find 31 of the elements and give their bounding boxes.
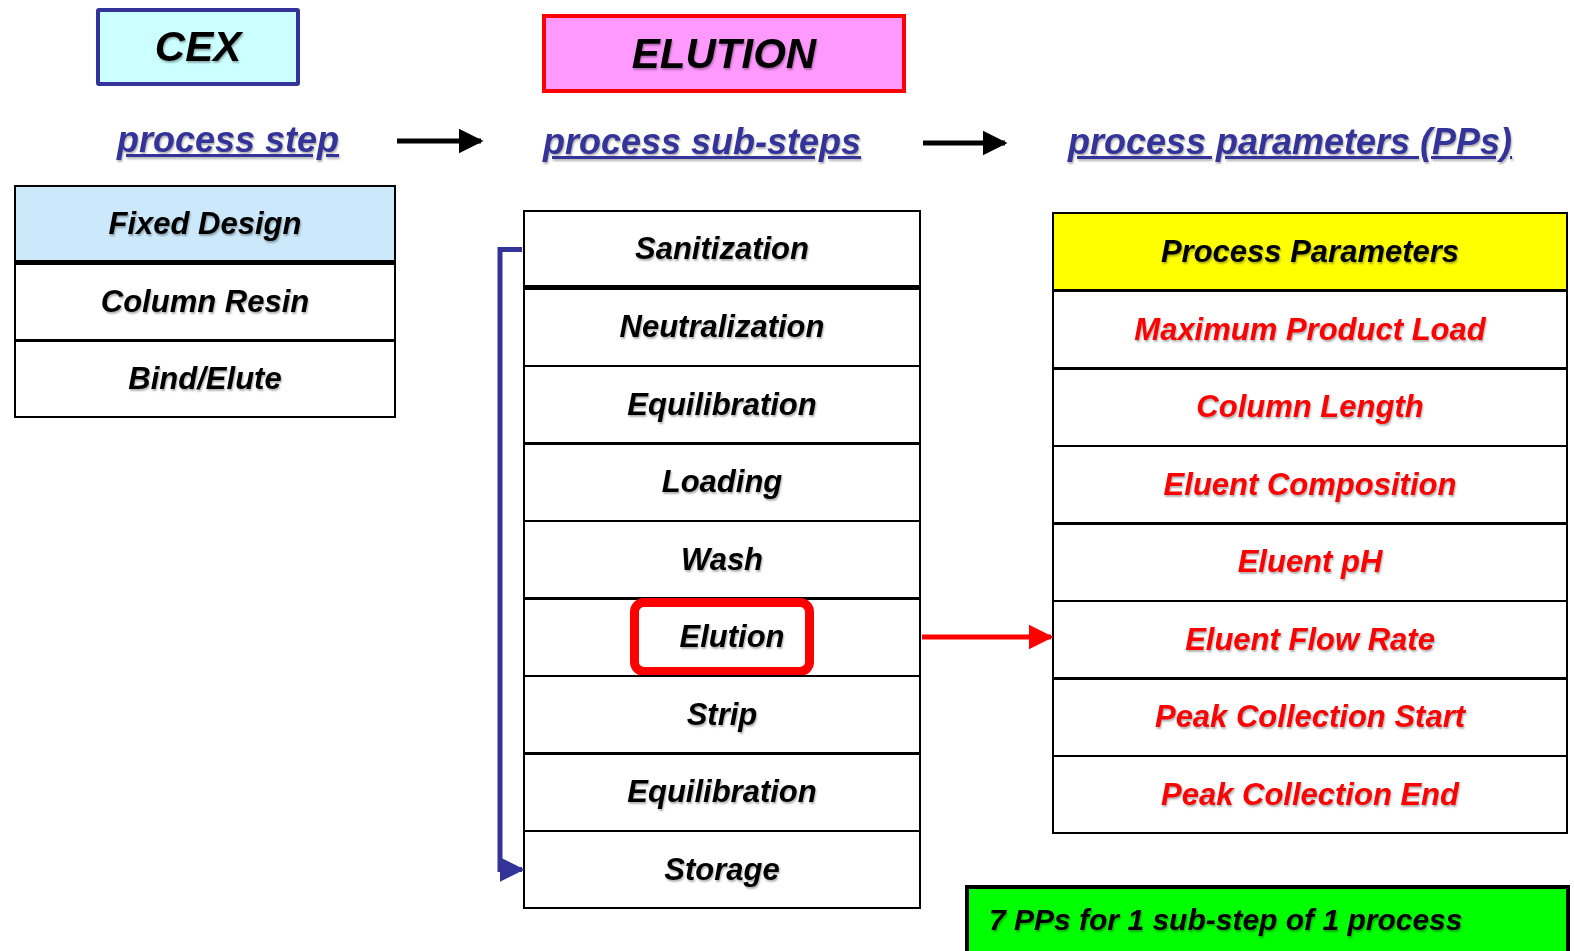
arrow: [923, 130, 1008, 156]
table-row-cell: [523, 597, 921, 677]
table-row-cell: Equilibration: [523, 365, 921, 444]
column-heading: process step: [60, 112, 396, 168]
column-heading: process parameters (PPs): [1006, 114, 1574, 170]
parameter-row-cell: Eluent Composition: [1052, 445, 1568, 524]
arrow: [397, 128, 484, 154]
highlighted-step-label: Elution: [630, 598, 814, 676]
table-row-cell: Column Resin: [14, 263, 396, 341]
table-row-cell: Neutralization: [523, 287, 921, 367]
arrow: [497, 247, 525, 882]
parameter-row-cell: Peak Collection Start: [1052, 677, 1568, 757]
table-row-cell: Equilibration: [523, 752, 921, 832]
table-row-cell: Bind/Elute: [14, 340, 396, 418]
arrow: [922, 624, 1054, 650]
parameter-row-cell: Peak Collection End: [1052, 755, 1568, 834]
table-row-cell: Loading: [523, 442, 921, 522]
column-heading: process sub-steps: [482, 114, 922, 170]
step-title-box: CEX: [96, 8, 300, 86]
table-row-cell: Sanitization: [523, 210, 921, 289]
substep-title-box: ELUTION: [542, 14, 906, 93]
parameter-row-cell: Maximum Product Load: [1052, 290, 1568, 369]
table-row-cell: Storage: [523, 830, 921, 909]
table-row-cell: Wash: [523, 520, 921, 599]
table-row-cell: Strip: [523, 675, 921, 754]
table-header-cell: Fixed Design: [14, 185, 396, 264]
table-header-cell: Process Parameters: [1052, 212, 1568, 291]
parameter-row-cell: Column Length: [1052, 367, 1568, 447]
parameter-row-cell: Eluent Flow Rate: [1052, 600, 1568, 679]
parameter-row-cell: Eluent pH: [1052, 522, 1568, 602]
summary-banner: 7 PPs for 1 sub-step of 1 process: [965, 885, 1570, 951]
